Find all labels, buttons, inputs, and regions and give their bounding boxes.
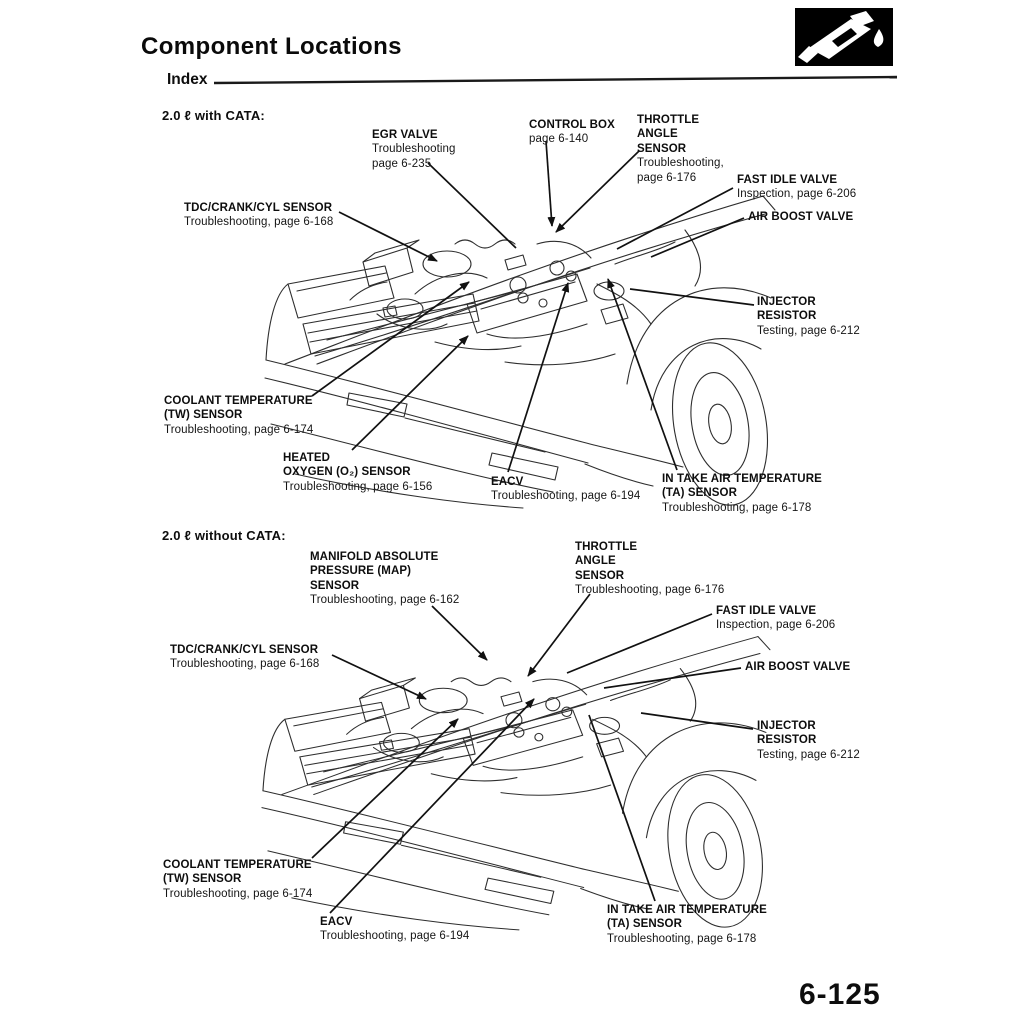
label-line: PRESSURE (MAP): [310, 565, 412, 578]
label-line: Inspection, page 6-206: [737, 188, 857, 201]
index-rule: [213, 75, 898, 85]
car-illustration-without-cata: [261, 636, 775, 935]
label-tdc-crank-cyl-sensor: TDC/CRANK/CYL SENSOR Troubleshooting, pa…: [184, 201, 333, 230]
label-line: IN TAKE AIR TEMPERATURE: [607, 904, 767, 916]
label-throttle-angle-sensor: THROTTLE ANGLE SENSOR Troubleshooting, p…: [637, 113, 724, 185]
label-line: OXYGEN (O₂) SENSOR: [283, 466, 411, 479]
label-line: INJECTOR: [757, 296, 816, 308]
label-fast-idle-valve: FAST IDLE VALVE Inspection, page 6-206: [737, 173, 856, 202]
label-air-boost-valve: AIR BOOST VALVE: [748, 210, 853, 224]
label-line: ANGLE: [637, 128, 678, 141]
label-egr-valve: EGR VALVE Troubleshooting page 6-235: [372, 128, 456, 171]
label-line: Troubleshooting, page 6-194: [491, 490, 641, 503]
leader-lines-section2: [311, 593, 754, 914]
label-line: FAST IDLE VALVE: [716, 605, 817, 617]
label-line: Testing, page 6-212: [757, 748, 860, 761]
label-injector-resistor: INJECTOR RESISTOR Testing, page 6-212: [757, 719, 860, 762]
label-line: HEATED: [283, 452, 331, 464]
label-line: THROTTLE: [637, 114, 700, 126]
page-number: 6-125: [799, 978, 881, 1011]
label-line: AIR BOOST VALVE: [745, 661, 851, 673]
label-line: SENSOR: [310, 579, 360, 592]
label-line: Inspection, page 6-206: [716, 619, 836, 632]
label-map-sensor: MANIFOLD ABSOLUTE PRESSURE (MAP) SENSOR …: [310, 550, 459, 608]
label-air-boost-valve: AIR BOOST VALVE: [745, 660, 850, 674]
label-line: SENSOR: [575, 569, 625, 582]
label-line: Troubleshooting, page 6-178: [662, 501, 812, 514]
section-heading-with-cata: 2.0 ℓ with CATA:: [162, 108, 265, 123]
label-line: EGR VALVE: [372, 129, 438, 141]
label-line: CONTROL BOX: [529, 119, 615, 131]
label-line: FAST IDLE VALVE: [737, 174, 838, 186]
label-eacv: EACV Troubleshooting, page 6-194: [320, 915, 469, 944]
label-intake-air-temperature-sensor: IN TAKE AIR TEMPERATURE (TA) SENSOR Trou…: [662, 472, 822, 515]
label-line: page 6-140: [529, 133, 589, 146]
label-line: TDC/CRANK/CYL SENSOR: [184, 202, 333, 214]
label-line: Troubleshooting, page 6-168: [184, 216, 334, 229]
label-line: (TA) SENSOR: [607, 918, 682, 931]
index-heading: Index: [167, 71, 208, 88]
label-line: TDC/CRANK/CYL SENSOR: [170, 644, 319, 656]
label-line: EACV: [320, 916, 353, 928]
label-line: (TA) SENSOR: [662, 487, 737, 500]
label-line: RESISTOR: [757, 310, 817, 323]
label-line: (TW) SENSOR: [164, 409, 243, 422]
label-line: SENSOR: [637, 142, 687, 155]
label-coolant-temperature-sensor: COOLANT TEMPERATURE (TW) SENSOR Troubles…: [163, 858, 312, 901]
label-line: Troubleshooting, page 6-174: [163, 887, 313, 900]
section-heading-without-cata: 2.0 ℓ without CATA:: [162, 528, 286, 543]
label-injector-resistor: INJECTOR RESISTOR Testing, page 6-212: [757, 295, 860, 338]
label-eacv: EACV Troubleshooting, page 6-194: [491, 475, 640, 504]
label-intake-air-temperature-sensor: IN TAKE AIR TEMPERATURE (TA) SENSOR Trou…: [607, 903, 767, 946]
label-line: page 6-176: [637, 171, 697, 184]
label-line: Troubleshooting, page 6-168: [170, 658, 320, 671]
label-line: IN TAKE AIR TEMPERATURE: [662, 473, 822, 485]
label-control-box: CONTROL BOX page 6-140: [529, 118, 615, 147]
label-line: COOLANT TEMPERATURE: [163, 859, 312, 871]
label-line: AIR BOOST VALVE: [748, 211, 854, 223]
label-line: THROTTLE: [575, 541, 638, 553]
label-line: Troubleshooting, page 6-194: [320, 930, 470, 943]
label-line: Troubleshooting,: [637, 157, 724, 170]
label-line: Troubleshooting, page 6-162: [310, 594, 460, 607]
label-line: Testing, page 6-212: [757, 324, 860, 337]
label-tdc-crank-cyl-sensor: TDC/CRANK/CYL SENSOR Troubleshooting, pa…: [170, 643, 319, 672]
label-line: RESISTOR: [757, 734, 817, 747]
label-line: page 6-235: [372, 157, 432, 170]
label-line: EACV: [491, 476, 524, 488]
label-line: Troubleshooting, page 6-176: [575, 584, 725, 597]
label-line: Troubleshooting, page 6-156: [283, 480, 433, 493]
label-line: INJECTOR: [757, 720, 816, 732]
leader-lines-section1: [311, 140, 755, 473]
label-line: COOLANT TEMPERATURE: [164, 395, 313, 407]
fuel-pump-icon: [795, 8, 893, 66]
label-fast-idle-valve: FAST IDLE VALVE Inspection, page 6-206: [716, 604, 835, 633]
label-line: MANIFOLD ABSOLUTE: [310, 551, 439, 563]
label-line: ANGLE: [575, 555, 616, 568]
label-heated-oxygen-sensor: HEATED OXYGEN (O₂) SENSOR Troubleshootin…: [283, 451, 432, 494]
label-coolant-temperature-sensor: COOLANT TEMPERATURE (TW) SENSOR Troubles…: [164, 394, 313, 437]
label-throttle-angle-sensor: THROTTLE ANGLE SENSOR Troubleshooting, p…: [575, 540, 724, 598]
label-line: Troubleshooting: [372, 143, 456, 156]
label-line: Troubleshooting, page 6-178: [607, 932, 757, 945]
page-title: Component Locations: [141, 33, 402, 60]
label-line: Troubleshooting, page 6-174: [164, 423, 314, 436]
label-line: (TW) SENSOR: [163, 873, 242, 886]
